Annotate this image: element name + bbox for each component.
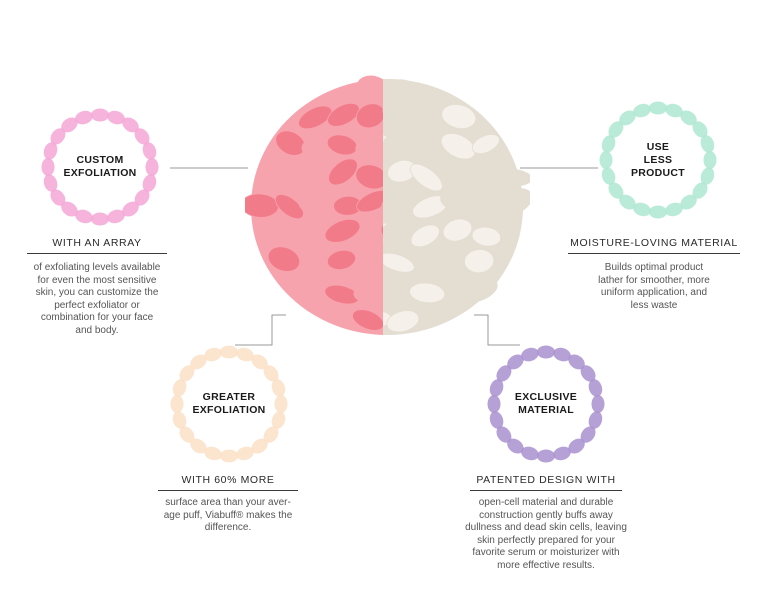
badge-line: MATERIAL (518, 404, 574, 416)
badge-line: GREATER (202, 391, 256, 403)
less-description: Builds optimal product lather for smooth… (598, 262, 710, 311)
badge-line: CUSTOM (76, 154, 124, 166)
greater-heading: WITH 60% MORE (158, 474, 298, 491)
greater-exfoliation-label: GREATER EXFOLIATION (167, 342, 291, 466)
custom-heading: WITH AN ARRAY (27, 237, 167, 254)
badge-line: EXCLUSIVE (514, 391, 578, 403)
exclusive-heading: PATENTED DESIGN WITH (470, 474, 622, 491)
less-heading: MOISTURE-LOVING MATERIAL (568, 237, 740, 254)
badge-line: PRODUCT (630, 166, 685, 179)
badge-line: EXFOLIATION (63, 167, 137, 179)
badge-line: USE (646, 140, 670, 153)
scalloped-ring-icon (599, 101, 717, 219)
custom-exfoliation-badge: CUSTOM EXFOLIATION (38, 105, 162, 229)
greater-exfoliation-badge: GREATER EXFOLIATION (167, 342, 291, 466)
use-less-product-badge: USE LESS PRODUCT (596, 98, 720, 222)
custom-exfoliation-label: CUSTOM EXFOLIATION (38, 105, 162, 229)
custom-description: of exfoliating levels available for even… (33, 262, 161, 336)
use-less-product-label: USE LESS PRODUCT (596, 98, 720, 222)
scalloped-ring-icon (487, 345, 605, 463)
scalloped-ring-icon (170, 345, 288, 463)
badge-line: LESS (643, 153, 673, 166)
exclusive-material-label: EXCLUSIVE MATERIAL (484, 342, 608, 466)
exclusive-description: open-cell material and durable construct… (465, 497, 627, 571)
sponge-illustration (245, 75, 530, 335)
greater-description: surface area than your aver- age puff, V… (163, 497, 293, 534)
exclusive-material-badge: EXCLUSIVE MATERIAL (484, 342, 608, 466)
scalloped-ring-icon (41, 108, 159, 226)
badge-line: EXFOLIATION (192, 404, 266, 416)
